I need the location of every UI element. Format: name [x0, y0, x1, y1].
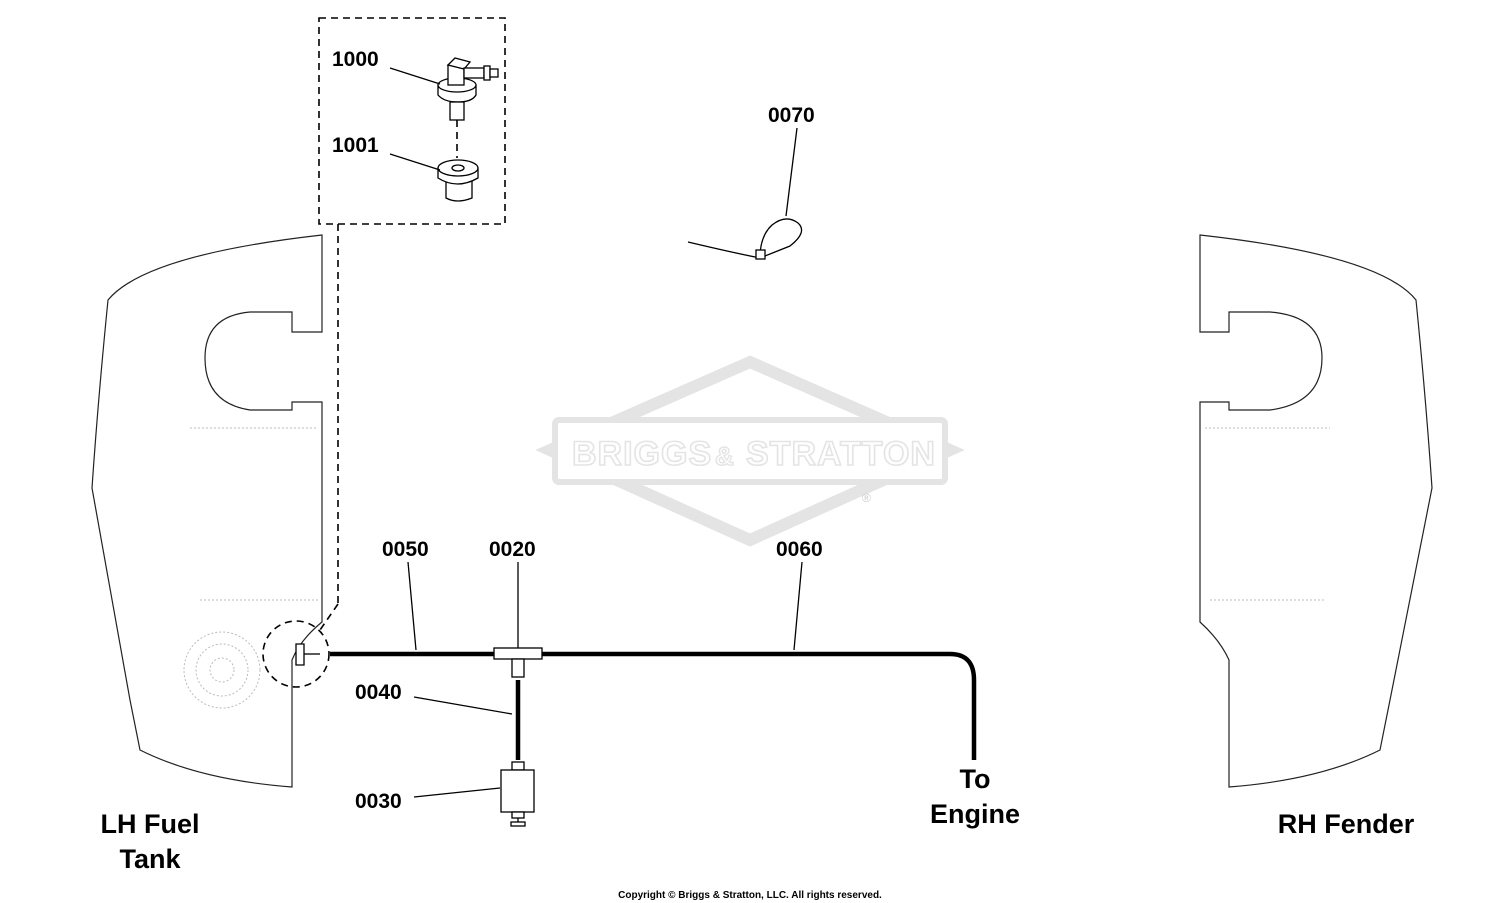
callout-1001: 1001 [332, 134, 379, 157]
callout-0050: 0050 [382, 538, 429, 561]
watermark-brand-right: STRATTON [746, 435, 936, 473]
label-rh-fender: RH Fender [1278, 809, 1415, 839]
label-to-engine-line1: To [960, 764, 991, 794]
callout-0070: 0070 [768, 104, 815, 127]
callout-0030: 0030 [355, 790, 402, 813]
cable-tie-0070 [687, 218, 803, 260]
watermark-brand-amp: & [715, 441, 734, 471]
detail-box [262, 17, 506, 688]
rh-fender [1199, 234, 1433, 788]
lh-fuel-tank [91, 234, 323, 788]
fitting-1000 [437, 57, 499, 121]
leader-lines [389, 67, 803, 798]
fuel-hose-system [295, 643, 977, 827]
copyright-notice: Copyright © Briggs & Stratton, LLC. All … [618, 890, 882, 901]
callout-0020: 0020 [489, 538, 536, 561]
label-lh-fuel-tank-line2: Tank [119, 844, 181, 874]
callout-1000: 1000 [332, 48, 379, 71]
callout-0040: 0040 [355, 681, 402, 704]
grommet-1001 [437, 159, 479, 202]
watermark-brand-left: BRIGGS [572, 435, 712, 473]
watermark-registered: ® [862, 491, 871, 505]
brand-watermark: BRIGGS & STRATTON ® [535, 355, 965, 547]
callout-0060: 0060 [776, 538, 823, 561]
label-lh-fuel-tank-line1: LH Fuel [101, 809, 200, 839]
label-to-engine-line2: Engine [930, 799, 1020, 829]
